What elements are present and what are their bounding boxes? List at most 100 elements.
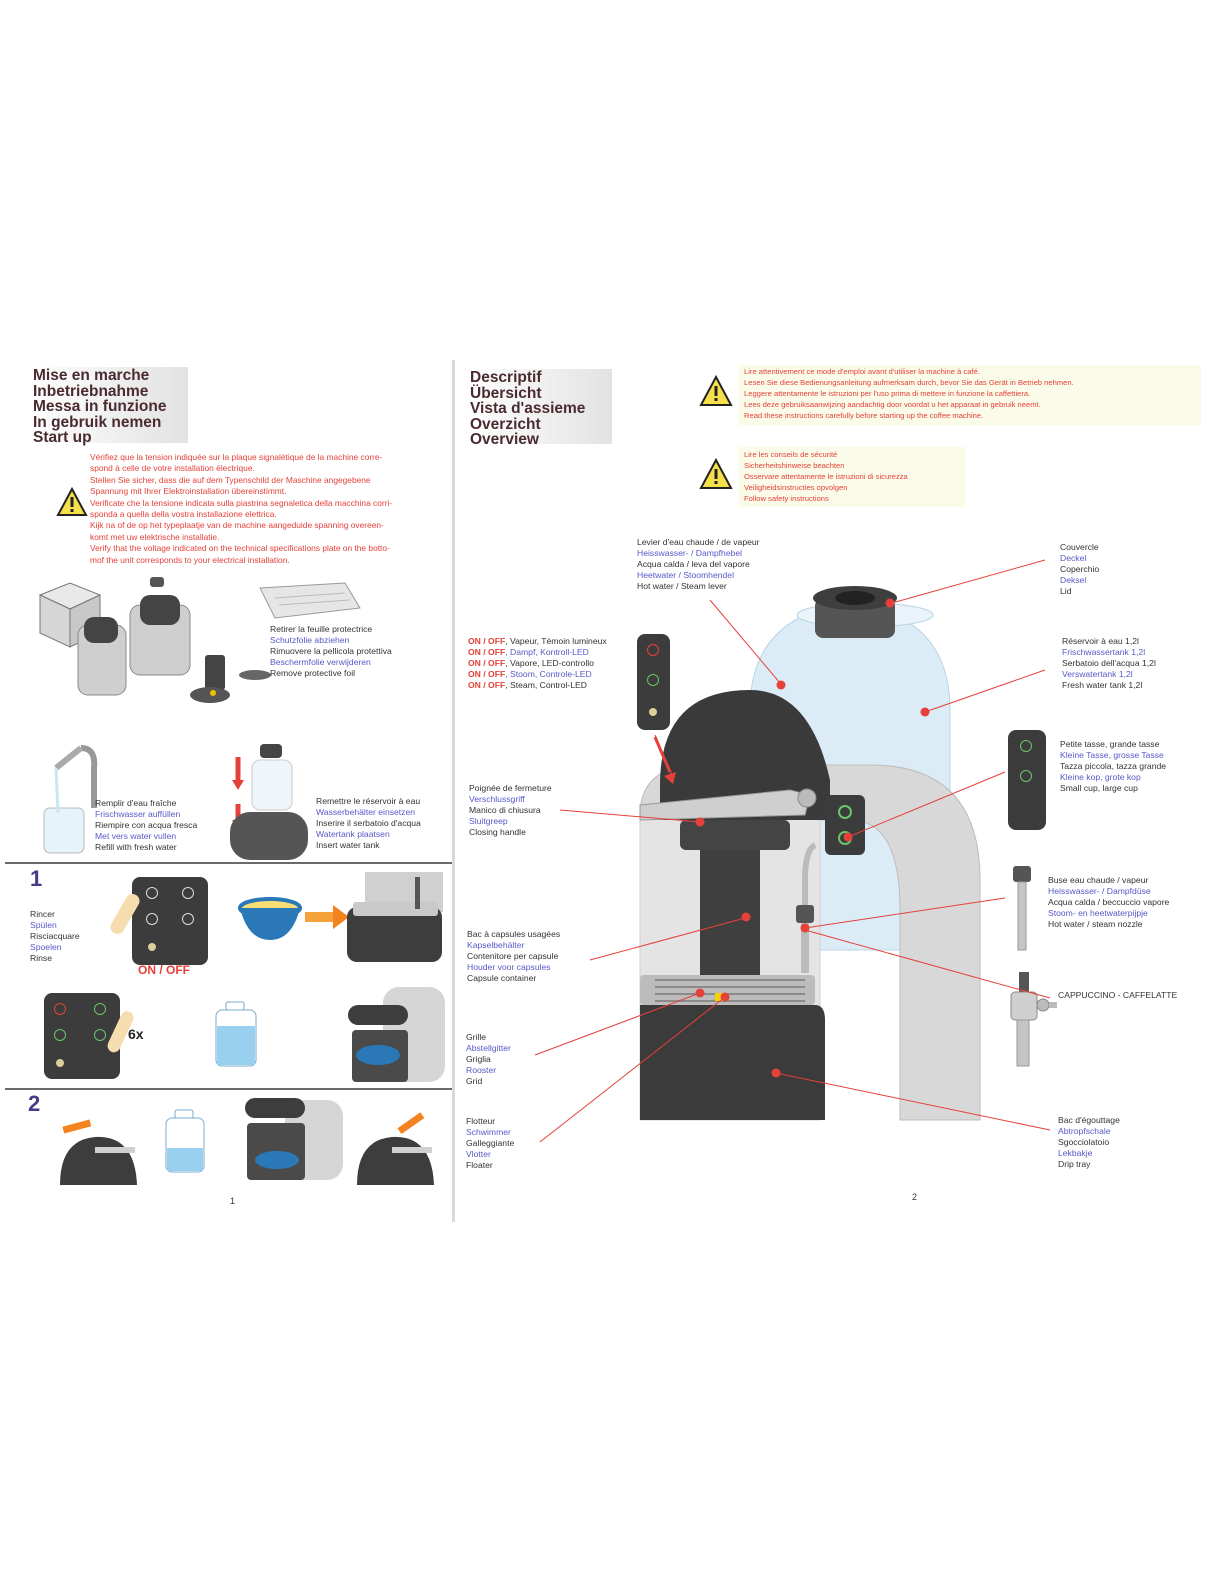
cappuccino-nozzle-illustration: [1010, 972, 1057, 1067]
warning-line: mof the unit corresponds to your electri…: [90, 554, 290, 565]
open-lever-illustration: [60, 1119, 137, 1185]
label-nl: Beschermfolie verwijderen: [270, 657, 371, 667]
onoff-text: ON / OFF: [468, 647, 506, 657]
small-cup-button[interactable]: [1020, 740, 1032, 752]
closing-handle-label: Poignée de fermeture Verschlussgriff Man…: [469, 783, 552, 838]
drip-tray-label: Bac d'égouttage Abtropfschale Sgocciolat…: [1058, 1115, 1120, 1170]
instruction-line: Read these instructions carefully before…: [744, 411, 984, 420]
arrow-icon: [305, 905, 349, 929]
label-en: Rinse: [30, 953, 52, 963]
repeat-count: 6x: [128, 1026, 144, 1042]
water-tank-label: Réservoir à eau 1,2l Frischwassertank 1,…: [1062, 636, 1156, 691]
control-led: [148, 943, 156, 951]
control-led: [56, 1059, 64, 1067]
left-page-titles: Mise en marche Inbetriebnahme Messa in f…: [33, 368, 167, 446]
nozzle-inset-illustration: [1013, 866, 1031, 951]
label-fr: Remplir d'eau fraîche: [95, 798, 177, 808]
power-button[interactable]: [54, 1003, 66, 1015]
steam-button[interactable]: [647, 674, 659, 686]
title-de: Übersicht: [470, 384, 542, 402]
large-cup-button[interactable]: [182, 913, 194, 925]
onoff-panel: [637, 634, 670, 730]
label-de: Abtropfschale: [1058, 1126, 1111, 1136]
label-nl: Kleine kop, grote kop: [1060, 772, 1141, 782]
label-en: Remove protective foil: [270, 668, 356, 678]
label-fr: Buse eau chaude / vapeur: [1048, 875, 1149, 885]
label-nl: Verswatertank 1,2l: [1062, 669, 1133, 679]
steam-button[interactable]: [54, 1029, 66, 1041]
step-number: 2: [28, 1091, 41, 1116]
label-it: Riempire con acqua fresca: [95, 820, 198, 830]
close-lever-illustration: [357, 1112, 434, 1185]
steam-button[interactable]: [146, 913, 158, 925]
safety-text: Lire les conseils de sécurité Sicherheit…: [744, 449, 908, 504]
label-de: Schutzfolie abziehen: [270, 635, 350, 645]
small-cup-button[interactable]: [94, 1003, 106, 1015]
warning-line: sponda a quella della vostra installazio…: [90, 509, 277, 520]
title-fr: Descriptif: [470, 369, 542, 386]
page-gutter: [452, 360, 455, 1222]
warning-line: Verify that the voltage indicated on the…: [90, 543, 390, 554]
large-cup-button[interactable]: [94, 1029, 106, 1041]
legend-de: , Dampf, Kontroll-LED: [505, 647, 589, 657]
safety-line: Osservare attentamente le istruzioni di …: [744, 472, 908, 481]
warning-line: Stellen Sie sicher, dass die auf dem Typ…: [90, 474, 371, 485]
label-fr: Remettre le réservoir à eau: [316, 796, 421, 806]
insert-tank-illustration: [230, 744, 308, 860]
legend-en: , Steam, Control-LED: [505, 680, 587, 690]
read-instructions-box: [738, 365, 1201, 425]
cup-buttons-panel: [1008, 730, 1046, 830]
label-de: Frischwasser auffüllen: [95, 809, 181, 819]
finger-icon: [107, 1011, 134, 1053]
label-it: Inserire il serbatoio d'acqua: [316, 818, 421, 828]
label-nl: Sluitgreep: [469, 816, 508, 826]
label-it: Sgocciolatoio: [1058, 1137, 1110, 1147]
left-title-bg: [28, 367, 188, 443]
label-fr: Bac d'égouttage: [1058, 1115, 1120, 1125]
title-it: Messa in funzione: [33, 398, 167, 415]
title-nl: Overzicht: [470, 415, 541, 433]
label-en: Refill with fresh water: [95, 842, 177, 852]
onoff-label: ON / OFF: [138, 963, 190, 977]
read-instructions-text: Lire attentivement ce mode d'emploi avan…: [744, 366, 1074, 421]
title-it: Vista d'assieme: [470, 400, 586, 417]
label-en: Grid: [466, 1076, 483, 1086]
small-cup-button[interactable]: [182, 887, 194, 899]
section-divider: [5, 1088, 452, 1090]
label-it: Contenitore per capsule: [467, 951, 559, 961]
unpacking-illustration: [38, 577, 271, 703]
label-fr: Flotteur: [466, 1116, 496, 1126]
page-number: 1: [230, 1196, 236, 1206]
label-nl: Heetwater / Stoomhendel: [637, 570, 734, 580]
control-led: [649, 708, 657, 716]
onoff-text: ON / OFF: [468, 658, 506, 668]
warning-line: komt met uw elektrische installatie.: [90, 531, 220, 542]
label-en: Fresh water tank 1,2l: [1062, 680, 1143, 690]
label-de: Wasserbehälter einsetzen: [316, 807, 416, 817]
power-button[interactable]: [647, 644, 659, 656]
page-number: 2: [912, 1192, 918, 1202]
warning-icon: [699, 457, 733, 489]
rinse-label: Rincer Spülen Risciacquare Spoelen Rinse: [30, 909, 80, 964]
large-cup-button[interactable]: [1020, 770, 1032, 782]
title-fr: Mise en marche: [33, 367, 150, 384]
coffee-machine-illustration: [639, 586, 981, 1121]
label-fr: Réservoir à eau 1,2l: [1062, 636, 1139, 646]
instruction-line: Leggere attentamente le istruzioni per l…: [744, 389, 1031, 398]
warning-line: Vérifiez que la tension indiquée sur la …: [90, 452, 383, 462]
label-nl: Deksel: [1060, 575, 1087, 585]
label-de: Heisswasser- / Dampfdüse: [1048, 886, 1151, 896]
fill-water-label: Remplir d'eau fraîche Frischwasser auffü…: [95, 798, 197, 853]
warning-line: spond à celle de votre installation élec…: [90, 463, 255, 474]
instruction-line: Lire attentivement ce mode d'emploi avan…: [744, 367, 980, 376]
control-panel: [132, 877, 208, 965]
label-nl: Watertank plaatsen: [316, 829, 390, 839]
title-en: Overview: [470, 431, 539, 448]
right-title-bg: [467, 369, 612, 444]
water-tank-icon: [165, 1109, 205, 1173]
legend-fr: , Vapeur, Témoin lumineux: [505, 636, 607, 646]
label-it: Coperchio: [1060, 564, 1100, 574]
power-button[interactable]: [146, 887, 158, 899]
safety-line: Sicherheitshinweise beachten: [744, 461, 845, 470]
floater-label: Flotteur Schwimmer Galleggiante Vlotter …: [466, 1116, 514, 1171]
